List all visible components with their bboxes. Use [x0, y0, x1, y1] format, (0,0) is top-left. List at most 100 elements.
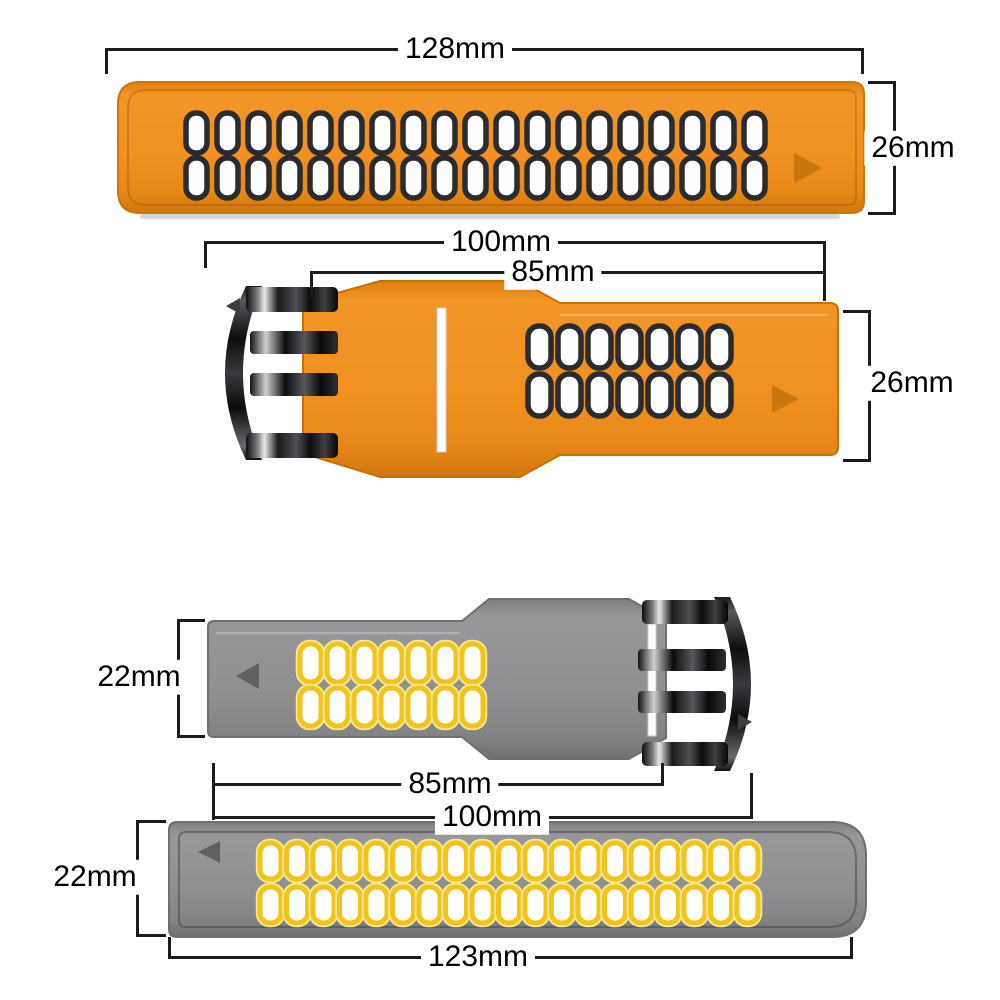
- strap-hole: [524, 155, 551, 201]
- strap-hole: [628, 884, 655, 926]
- strap-hole: [390, 884, 416, 926]
- strap-hole: [710, 155, 737, 201]
- strap-hole: [284, 840, 310, 882]
- strap-hole: [297, 685, 324, 729]
- strap-hole: [310, 884, 337, 926]
- strap-hole: [214, 110, 241, 156]
- strap-hole: [431, 155, 458, 201]
- strap-hole: [431, 110, 458, 156]
- strap-hole: [245, 110, 272, 156]
- strap-hole: [615, 323, 644, 371]
- strap-hole: [462, 155, 489, 201]
- strap-hole: [655, 884, 681, 926]
- strap-hole: [655, 840, 681, 882]
- dim-label-lower-strap: 85mm: [401, 766, 499, 802]
- strap-hole: [741, 110, 768, 156]
- buckle-prong: [638, 691, 726, 713]
- dimension-tick: [177, 735, 205, 738]
- strap-hole: [524, 110, 551, 156]
- strap-hole: [681, 884, 708, 926]
- dim-label-bottom-height: 22mm: [46, 859, 144, 895]
- strap-hole: [459, 641, 486, 685]
- buckle-upper: [225, 286, 338, 460]
- arrow-right-icon: [794, 153, 822, 183]
- dim-label-upper-height: 26mm: [863, 365, 961, 401]
- strap-hole: [378, 641, 405, 685]
- dimension-tick: [843, 459, 871, 462]
- strap-hole: [276, 155, 303, 201]
- dimension-tick: [868, 81, 896, 84]
- buckle-prong: [638, 649, 726, 671]
- buckle-bottom-bar: [642, 742, 728, 766]
- buckle-bottom-bar: [246, 433, 338, 458]
- strap-hole: [585, 371, 614, 419]
- strap-hole: [525, 371, 554, 419]
- strap-hole: [586, 110, 613, 156]
- strap-hole: [257, 840, 284, 882]
- strap-upper-short: [225, 280, 839, 478]
- strap-hole: [284, 884, 310, 926]
- dimension-tick: [177, 619, 205, 622]
- dimension-tick: [750, 773, 753, 819]
- buckle-side-bar: [225, 286, 262, 460]
- dimension-tick: [136, 820, 166, 823]
- strap-hole: [469, 884, 496, 926]
- strap-hole: [615, 371, 644, 419]
- holes-top: [183, 110, 768, 201]
- strap-hole: [555, 323, 584, 371]
- strap-hole: [575, 840, 602, 882]
- strap-hole: [679, 155, 706, 201]
- strap-hole: [645, 371, 674, 419]
- dimension-tick: [204, 241, 207, 268]
- strap-hole: [493, 110, 520, 156]
- strap-hole: [555, 110, 582, 156]
- strap-hole: [443, 884, 469, 926]
- strap-hole: [628, 840, 655, 882]
- strap-hole: [648, 110, 675, 156]
- strap-hole: [432, 641, 459, 685]
- dim-label-upper-strap: 85mm: [504, 254, 602, 290]
- strap-hole: [602, 840, 628, 882]
- strap-hole: [549, 884, 575, 926]
- strap-hole: [469, 840, 496, 882]
- strap-hole: [493, 155, 520, 201]
- strap-body: [117, 81, 865, 214]
- strap-hole: [681, 840, 708, 882]
- strap-hole: [337, 884, 363, 926]
- strap-hole: [679, 110, 706, 156]
- strap-hole: [245, 155, 272, 201]
- strap-hole: [257, 884, 284, 926]
- keeper-slot: [436, 307, 447, 453]
- holes-upper: [525, 323, 734, 419]
- strap-hole: [549, 840, 575, 882]
- strap-hole: [405, 641, 432, 685]
- strap-hole: [522, 840, 549, 882]
- strap-hole: [708, 884, 734, 926]
- dim-label-lower-height: 22mm: [90, 659, 188, 695]
- dimension-tick: [105, 48, 108, 74]
- dimension-tick: [850, 937, 853, 959]
- strap-hole: [555, 371, 584, 419]
- dimension-tick: [168, 937, 171, 959]
- strap-hole: [496, 884, 522, 926]
- strap-hole: [648, 155, 675, 201]
- strap-hole: [297, 641, 324, 685]
- strap-hole: [708, 840, 734, 882]
- strap-hole: [675, 371, 704, 419]
- strap-hole: [705, 323, 734, 371]
- arrow-left-icon: [198, 841, 220, 863]
- strap-lower-short: [207, 597, 752, 771]
- strap-hole: [705, 371, 734, 419]
- dim-label-upper-total: 100mm: [443, 224, 559, 260]
- strap-hole: [337, 840, 363, 882]
- strap-inner-ridge: [127, 89, 857, 206]
- strap-bottom-long: [168, 821, 867, 938]
- dimension-tick: [868, 212, 896, 215]
- strap-hole: [324, 641, 351, 685]
- strap-hole: [675, 323, 704, 371]
- strap-hole: [734, 884, 761, 926]
- strap-hole: [400, 110, 427, 156]
- strap-hole: [602, 884, 628, 926]
- strap-hole: [400, 155, 427, 201]
